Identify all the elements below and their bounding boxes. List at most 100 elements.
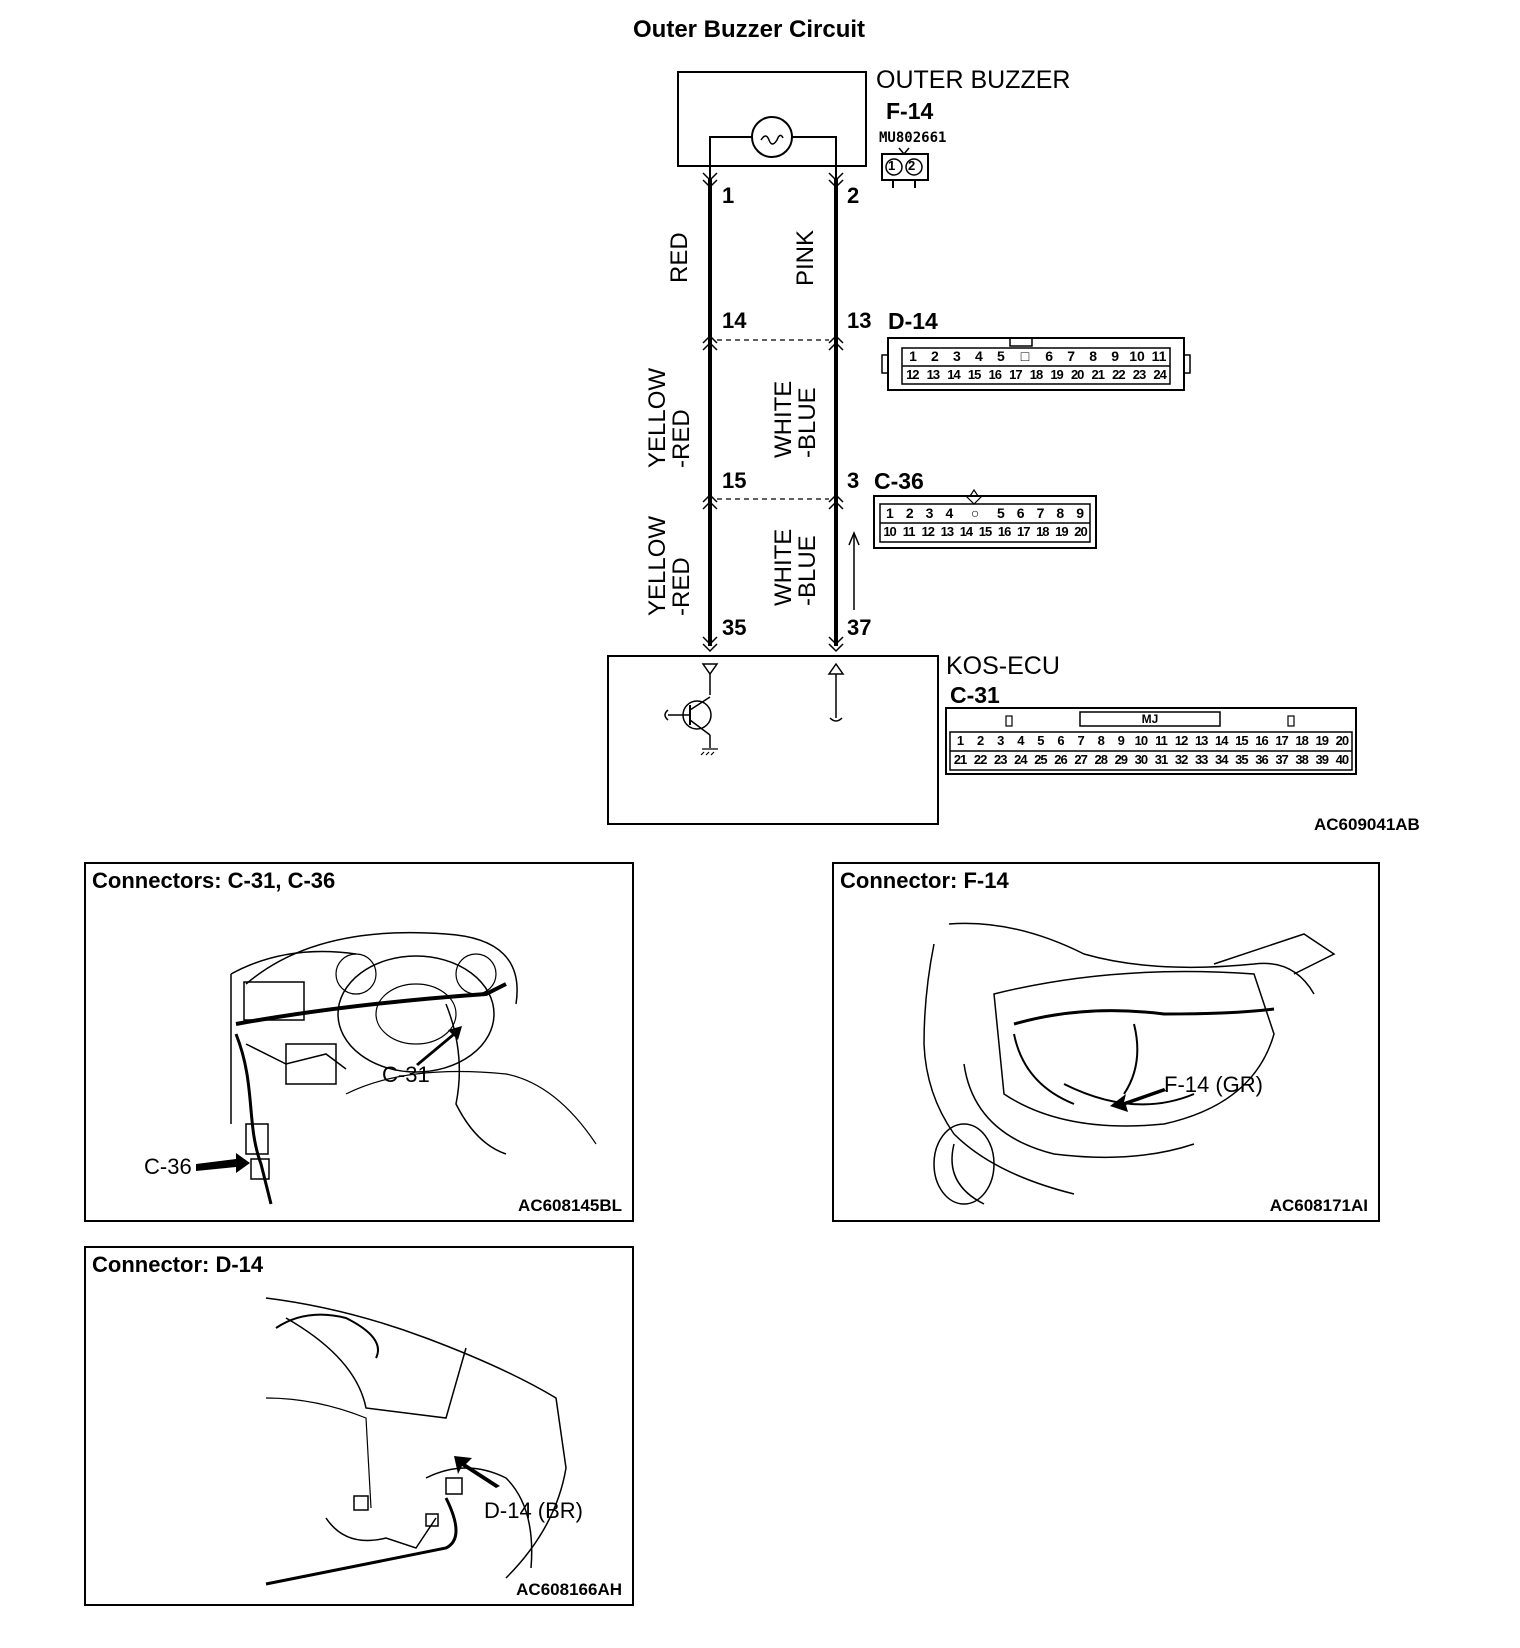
c31-cell: 34: [1215, 752, 1228, 767]
d14-cell: 6: [1045, 348, 1054, 364]
buzzer-label: OUTER BUZZER: [876, 66, 1071, 94]
d14-key: □: [1020, 348, 1030, 364]
c31-cell: 2: [977, 733, 984, 748]
d14-row-1: 1 2 3 4 5 □ 6 7 8 9 10 11: [902, 348, 1170, 364]
buzzer-connector-label: F-14: [886, 98, 934, 124]
d14-cell: 7: [1067, 348, 1076, 364]
c36-cell: 4: [945, 505, 954, 521]
d14-cell: 18: [1029, 367, 1043, 382]
panel-code: AC608171AI: [1269, 1196, 1368, 1215]
d14-cell: 8: [1089, 348, 1098, 364]
c31-cell: 15: [1235, 733, 1248, 748]
d14-cell: 16: [988, 367, 1002, 382]
d14-pin-left: 14: [722, 308, 747, 333]
figure-code: AC609041AB: [1314, 815, 1420, 834]
d14-cell: 3: [953, 348, 961, 364]
c31-cell: 19: [1315, 733, 1329, 748]
c31-cell: 4: [1017, 733, 1024, 748]
c31-cell: 20: [1335, 733, 1349, 748]
c31-cell: 30: [1134, 752, 1148, 767]
c31-cell: 31: [1154, 752, 1168, 767]
c36-cell: 17: [1016, 524, 1030, 539]
panel-title: Connector: D-14: [92, 1252, 264, 1277]
trunk-illustration: [923, 922, 1336, 1205]
c36-cell: 20: [1074, 524, 1087, 539]
f14-pin-2: 2: [908, 158, 916, 173]
c36-cell: 12: [921, 524, 935, 539]
callout-c31: C-31: [382, 1062, 430, 1087]
c31-cell: 12: [1174, 733, 1188, 748]
d14-connector-label: D-14: [888, 308, 938, 334]
d14-cell: 14: [947, 367, 960, 382]
c36-cell: 6: [1016, 505, 1025, 521]
d14-cell: 12: [906, 367, 919, 382]
c36-pin-right: 3: [847, 468, 860, 493]
c36-cell: 18: [1036, 524, 1049, 539]
c31-cell: 7: [1077, 733, 1084, 748]
c31-cell: 32: [1174, 752, 1188, 767]
c31-cell: 8: [1097, 733, 1105, 748]
f14-pin-1: 1: [888, 158, 896, 173]
c31-tag: MJ: [1141, 712, 1159, 726]
c31-cell: 39: [1315, 752, 1329, 767]
c31-cell: 25: [1034, 752, 1047, 767]
ecu-pin-right: 37: [847, 615, 872, 640]
c36-cell: 3: [925, 505, 934, 521]
c36-cell: 8: [1056, 505, 1065, 521]
c31-cell: 6: [1057, 733, 1064, 748]
c36-cell: 19: [1055, 524, 1068, 539]
c31-cell: 26: [1054, 752, 1067, 767]
buzzer-box: [677, 71, 867, 167]
callout-c36: C-36: [144, 1154, 192, 1179]
c36-cell: 1: [886, 505, 894, 521]
c31-cell: 35: [1235, 752, 1248, 767]
c36-pin-left: 15: [722, 468, 747, 493]
c31-cell: 17: [1275, 733, 1288, 748]
d14-cell: 13: [926, 367, 940, 382]
c31-cell: 36: [1255, 752, 1268, 767]
ecu-pin-left: 35: [722, 615, 747, 640]
c36-cell: 13: [940, 524, 954, 539]
d14-cell: 1: [909, 348, 917, 364]
ecu-box: [607, 655, 939, 825]
d14-cell: 22: [1112, 367, 1125, 382]
buzzer-pin-1: 1: [722, 183, 735, 208]
c31-cell: 1: [956, 733, 964, 748]
d14-cell: 10: [1129, 348, 1145, 364]
c31-cell: 14: [1215, 733, 1228, 748]
c36-cell: 16: [997, 524, 1011, 539]
c31-cell: 23: [994, 752, 1007, 767]
c31-cell: 3: [997, 733, 1004, 748]
panel-title: Connectors: C-31, C-36: [92, 868, 336, 893]
c31-cell: 13: [1194, 733, 1208, 748]
d14-cell: 24: [1153, 367, 1166, 382]
panel-code: AC608166AH: [516, 1580, 622, 1599]
c31-cell: 21: [953, 752, 967, 767]
c31-cell: 38: [1295, 752, 1308, 767]
d14-cell: 20: [1070, 367, 1084, 382]
d14-cell: 9: [1111, 348, 1119, 364]
d14-row-2: 12 13 14 15 16 17 18 19 20 21 22 23 24: [902, 367, 1170, 382]
panel-code: AC608145BL: [518, 1196, 622, 1215]
callout-f14: F-14 (GR): [1164, 1072, 1263, 1097]
c31-cell: 40: [1335, 752, 1349, 767]
d14-cell: 21: [1091, 367, 1105, 382]
d14-cell: 5: [996, 348, 1005, 364]
c31-cell: 9: [1117, 733, 1125, 748]
ecu-connector-label: C-31: [950, 682, 1000, 708]
c36-cell: 5: [996, 505, 1005, 521]
c36-cell: 14: [959, 524, 973, 539]
c36-connector-label: C-36: [874, 468, 924, 494]
d14-cell: 23: [1132, 367, 1146, 382]
diagram-title: Outer Buzzer Circuit: [633, 16, 866, 43]
c36-cell: 2: [905, 505, 914, 521]
c31-cell: 37: [1275, 752, 1288, 767]
c31-cell: 18: [1295, 733, 1308, 748]
panel-f14: Connector: F-14 F-14 (GR) AC608171AI: [832, 862, 1380, 1222]
ecu-label: KOS-ECU: [946, 652, 1060, 680]
c31-cell: 5: [1037, 733, 1044, 748]
